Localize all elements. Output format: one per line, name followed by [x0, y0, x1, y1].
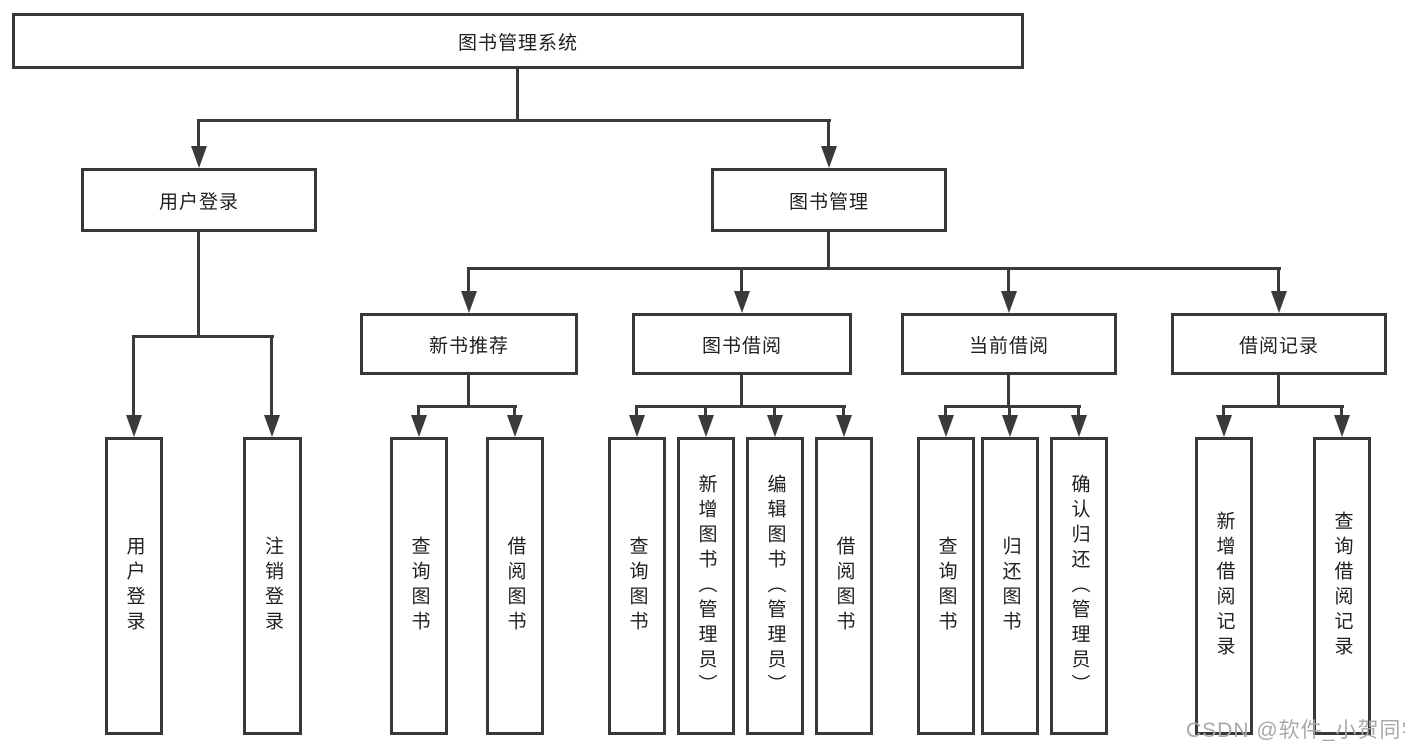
connector-line [842, 405, 845, 417]
connector-line [944, 405, 947, 417]
arrow-down-icon [1001, 291, 1017, 313]
arrow-down-icon [1002, 415, 1018, 437]
leaf-add-borrow-record: 新增借阅记录 [1195, 437, 1253, 735]
arrow-down-icon [734, 291, 750, 313]
csdn-watermark: CSDN @软件_小贺同学 [1186, 719, 1405, 742]
leaf-confirm-return-admin: 确认归还（管理员） [1050, 437, 1108, 735]
arrow-down-icon [507, 415, 523, 437]
leaf-logout: 注销登录 [243, 437, 302, 735]
node-label: 图书管理 [788, 191, 869, 213]
node-label: 查询借阅记录 [1331, 511, 1353, 661]
arrow-down-icon [191, 146, 207, 168]
connector-line [513, 405, 516, 417]
arrow-down-icon [411, 415, 427, 437]
connector-line [467, 267, 1281, 270]
connector-line [1277, 267, 1280, 293]
node-label: 图书管理系统 [457, 32, 578, 54]
node-label: 借阅记录 [1238, 335, 1319, 357]
node-current-borrowing: 当前借阅 [901, 313, 1117, 375]
connector-line [1340, 405, 1343, 417]
connector-line [1008, 405, 1011, 417]
connector-line [827, 232, 830, 270]
arrow-down-icon [1216, 415, 1232, 437]
node-label: 借阅图书 [504, 536, 526, 636]
arrow-down-icon [1271, 291, 1287, 313]
connector-line [635, 405, 846, 408]
node-library-system-root: 图书管理系统 [12, 13, 1024, 69]
connector-line [270, 335, 273, 417]
arrow-down-icon [698, 415, 714, 437]
node-borrowing-records: 借阅记录 [1171, 313, 1387, 375]
connector-line [740, 375, 743, 408]
node-label: 新增借阅记录 [1213, 511, 1235, 661]
arrow-down-icon [1071, 415, 1087, 437]
connector-line [132, 335, 274, 338]
node-label: 归还图书 [999, 536, 1021, 636]
node-label: 查询图书 [935, 536, 957, 636]
arrow-down-icon [264, 415, 280, 437]
node-label: 新增图书（管理员） [695, 473, 717, 699]
node-user-login-branch: 用户登录 [81, 168, 317, 232]
connector-line [1077, 405, 1080, 417]
connector-line [1007, 375, 1010, 408]
connector-line [944, 405, 1081, 408]
connector-line [516, 69, 519, 121]
node-label: 查询图书 [626, 536, 648, 636]
arrow-down-icon [836, 415, 852, 437]
node-label: 新书推荐 [428, 335, 509, 357]
leaf-return-books: 归还图书 [981, 437, 1039, 735]
leaf-edit-books-admin: 编辑图书（管理员） [746, 437, 804, 735]
node-label: 注销登录 [262, 536, 283, 636]
connector-line [197, 232, 200, 338]
leaf-add-books-admin: 新增图书（管理员） [677, 437, 735, 735]
connector-line [467, 375, 470, 408]
arrow-down-icon [938, 415, 954, 437]
connector-line [773, 405, 776, 417]
arrow-down-icon [1334, 415, 1350, 437]
connector-line [467, 267, 470, 293]
arrow-down-icon [126, 415, 142, 437]
node-label: 当前借阅 [968, 335, 1049, 357]
node-book-management-branch: 图书管理 [711, 168, 947, 232]
connector-line [635, 405, 638, 417]
leaf-user-login: 用户登录 [105, 437, 163, 735]
connector-line [1222, 405, 1344, 408]
arrow-down-icon [629, 415, 645, 437]
node-label: 确认归还（管理员） [1068, 473, 1090, 699]
arrow-down-icon [767, 415, 783, 437]
connector-line [197, 119, 200, 150]
node-label: 查询图书 [408, 536, 430, 636]
connector-line [197, 119, 831, 122]
connector-line [132, 335, 135, 417]
leaf-query-borrow-record: 查询借阅记录 [1313, 437, 1371, 735]
leaf-query-books-recommend: 查询图书 [390, 437, 448, 735]
node-label: 图书借阅 [701, 335, 782, 357]
connector-line [827, 119, 830, 150]
arrow-down-icon [821, 146, 837, 168]
node-label: 用户登录 [123, 536, 145, 636]
arrow-down-icon [461, 291, 477, 313]
leaf-query-books-borrow: 查询图书 [608, 437, 666, 735]
leaf-borrow-books-recommend: 借阅图书 [486, 437, 544, 735]
node-label: 编辑图书（管理员） [764, 473, 786, 699]
node-book-borrowing: 图书借阅 [632, 313, 852, 375]
connector-line [1007, 267, 1010, 293]
connector-line [417, 405, 420, 417]
node-label: 用户登录 [158, 191, 239, 213]
connector-line [1222, 405, 1225, 417]
connector-line [417, 405, 517, 408]
connector-line [1277, 375, 1280, 408]
leaf-borrow-books: 借阅图书 [815, 437, 873, 735]
leaf-query-books-current: 查询图书 [917, 437, 975, 735]
node-label: 借阅图书 [833, 536, 855, 636]
connector-line [740, 267, 743, 293]
connector-line [704, 405, 707, 417]
node-new-book-recommendation: 新书推荐 [360, 313, 578, 375]
